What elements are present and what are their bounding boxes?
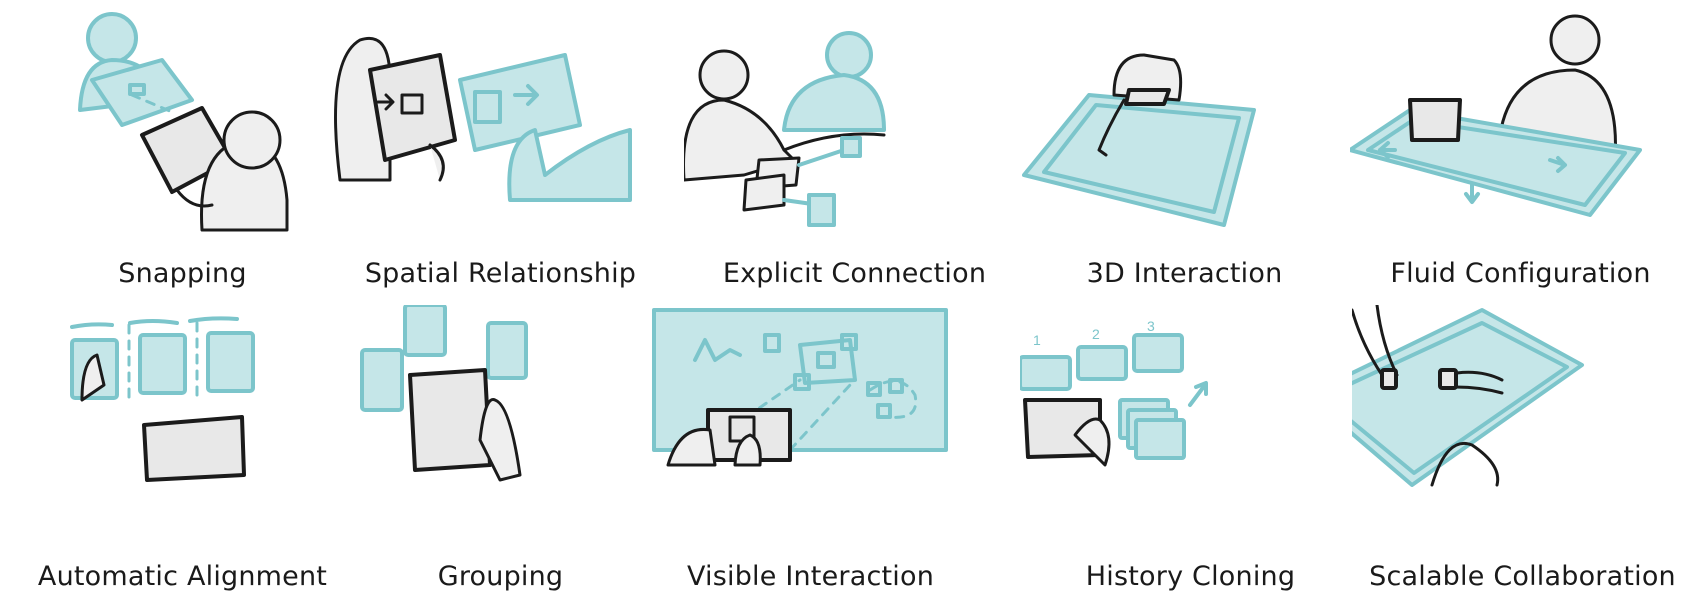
panel-visible-interaction: Visible Interaction — [640, 305, 981, 597]
visible-interaction-sketch — [652, 308, 948, 467]
caption-explicit-connection: Explicit Connection — [722, 258, 987, 289]
panel-automatic-alignment: Automatic Alignment — [12, 305, 353, 597]
automatic-alignment-sketch — [70, 316, 255, 482]
panel-explicit-connection: Explicit Connection — [684, 0, 1025, 292]
caption-fluid-configuration: Fluid Configuration — [1390, 258, 1651, 289]
panel-scalable-collaboration: Scalable Collaboration — [1352, 305, 1693, 597]
panel-3d-interaction: 3D Interaction — [1014, 0, 1355, 292]
history-step-2: 2 — [1092, 326, 1100, 342]
fluid-configuration-sketch — [1350, 14, 1642, 217]
panel-fluid-configuration: Fluid Configuration — [1350, 0, 1691, 292]
caption-snapping: Snapping — [118, 258, 247, 289]
panel-spatial-relationship: Spatial Relationship — [330, 0, 671, 292]
scalable-collaboration-sketch — [1352, 305, 1584, 487]
caption-spatial-relationship: Spatial Relationship — [364, 258, 637, 289]
concept-grid: Snapping Spatial Relationship — [12, 0, 1691, 592]
caption-automatic-alignment: Automatic Alignment — [37, 561, 328, 592]
spatial-relationship-sketch — [334, 37, 632, 202]
3d-interaction-sketch — [1022, 53, 1256, 227]
caption-scalable-collaboration: Scalable Collaboration — [1369, 561, 1676, 592]
history-cloning-sketch: 1 2 3 — [1020, 318, 1208, 467]
history-step-1: 1 — [1033, 332, 1041, 348]
panel-snapping: Snapping — [12, 0, 353, 292]
caption-history-cloning: History Cloning — [1085, 561, 1296, 592]
grouping-sketch — [360, 305, 528, 482]
explicit-connection-sketch — [684, 31, 886, 227]
snapping-sketch — [78, 12, 289, 232]
caption-visible-interaction: Visible Interaction — [686, 561, 935, 592]
panel-history-cloning: 1 2 3 History Cloning — [1020, 305, 1361, 597]
panel-grouping: Grouping — [330, 305, 671, 597]
caption-grouping: Grouping — [437, 561, 564, 592]
caption-3d-interaction: 3D Interaction — [1086, 258, 1283, 289]
history-step-3: 3 — [1147, 318, 1155, 334]
